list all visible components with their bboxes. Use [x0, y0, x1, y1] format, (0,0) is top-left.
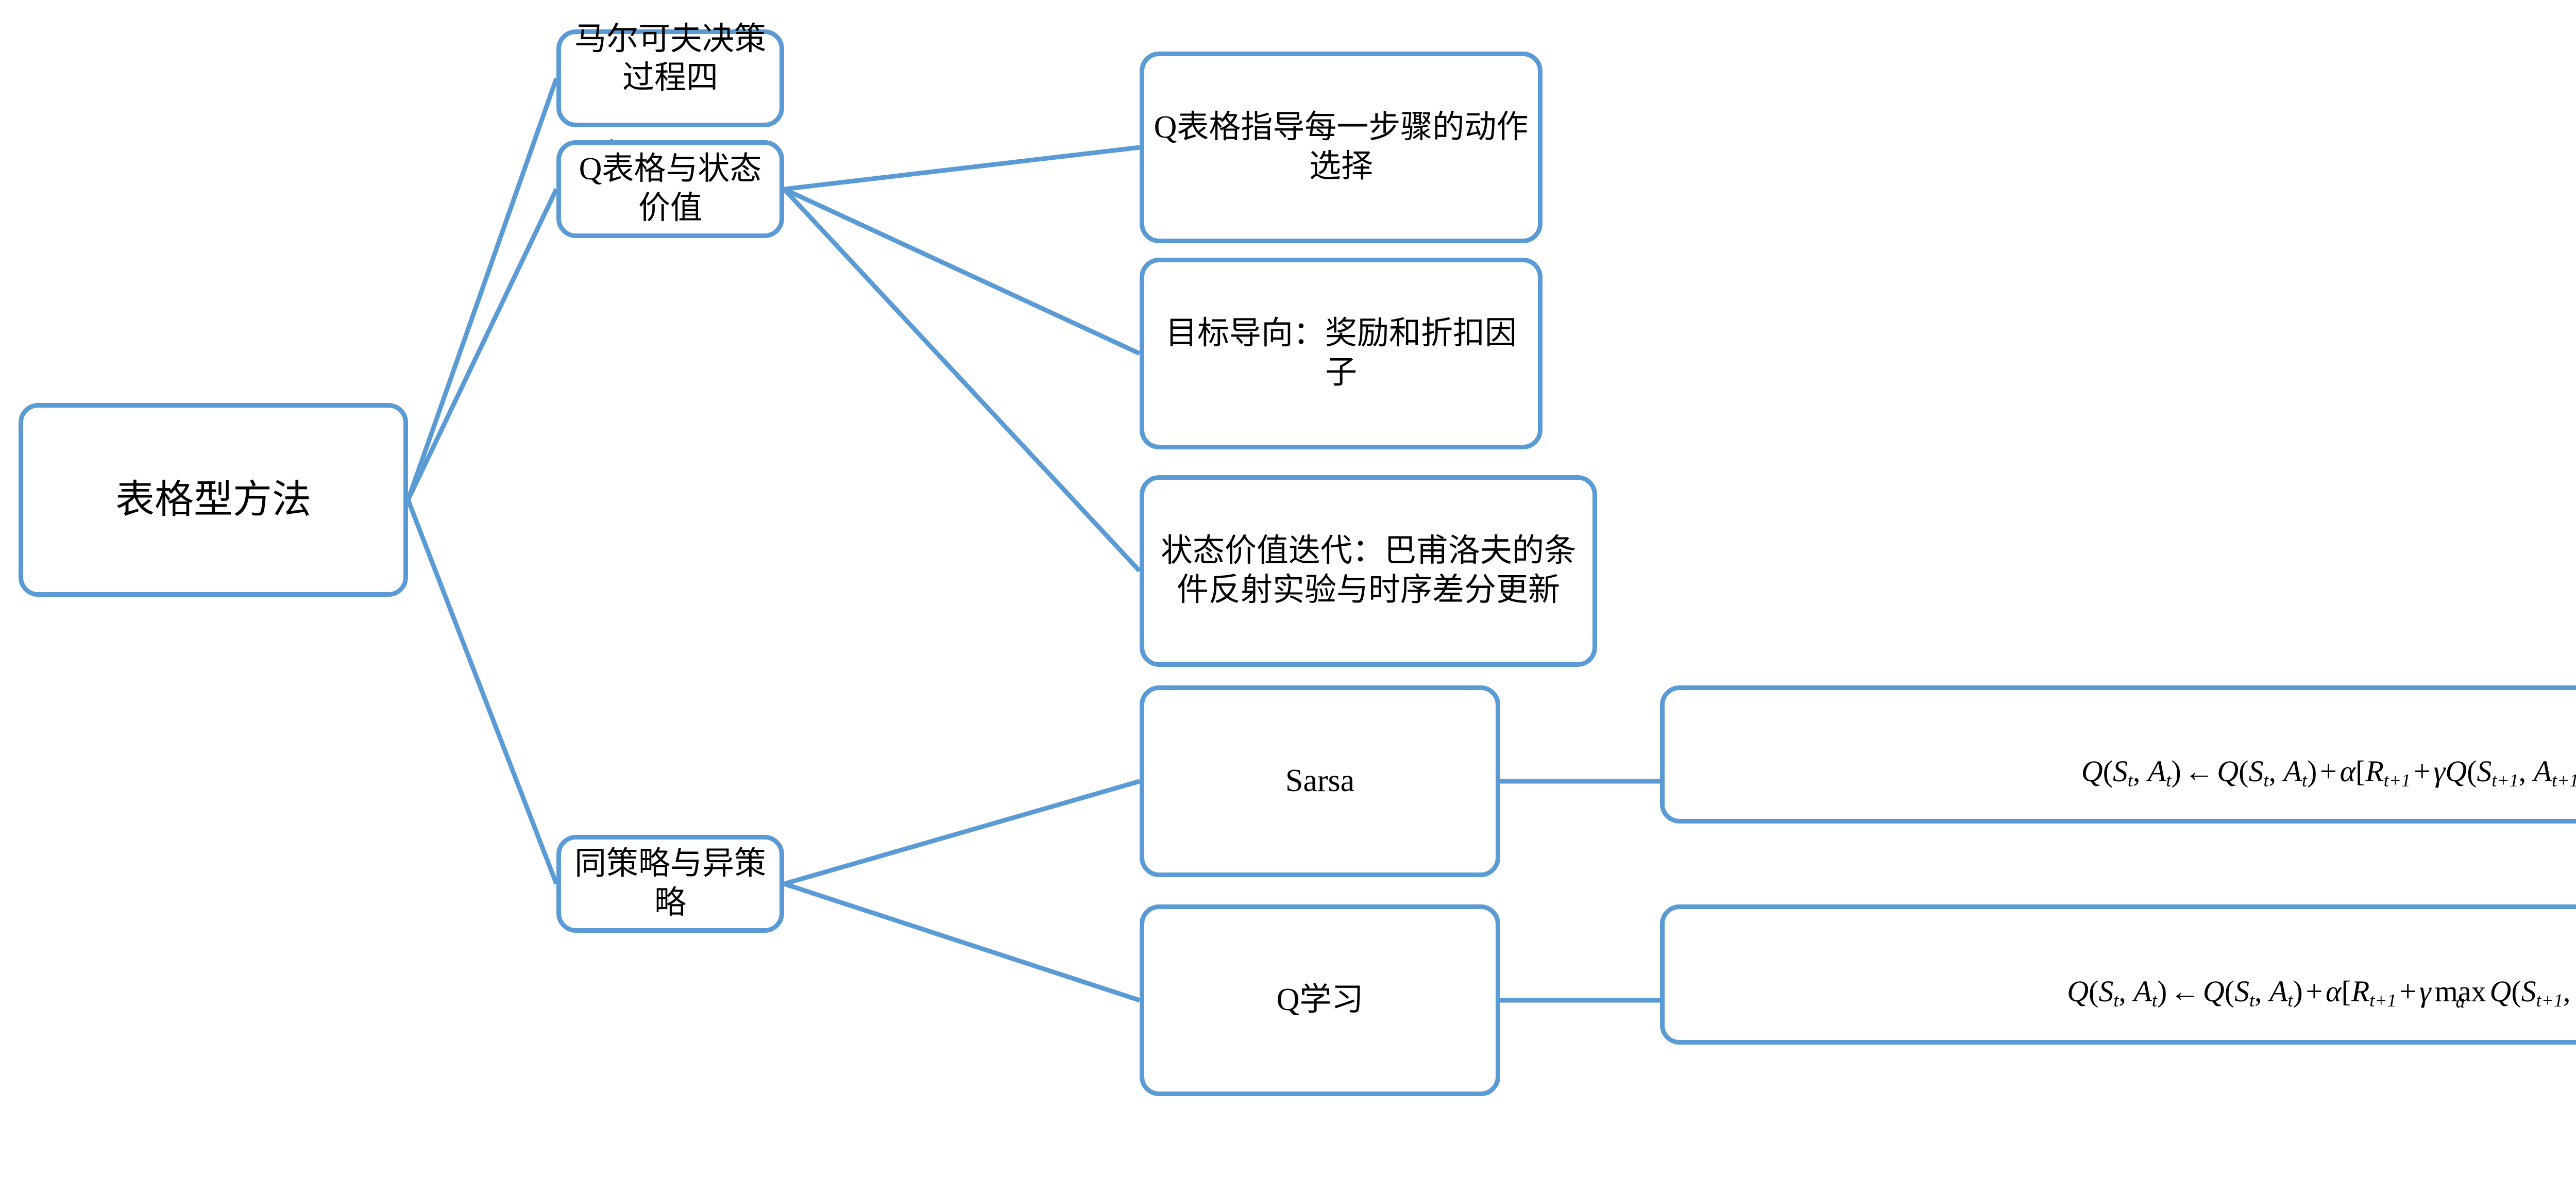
fq-lp2: (	[2224, 974, 2234, 1008]
fs-rp1: )	[2171, 754, 2181, 788]
fq-sub2: t	[2151, 989, 2157, 1011]
fs-lp2: (	[2239, 754, 2249, 788]
fs-lp3: (	[2467, 754, 2477, 788]
node-formula-sarsa[interactable]: Q(St, At)←Q(St, At)+α[Rt+1+γQ(St+1, At+1…	[1660, 685, 2576, 824]
fq-plus2: +	[2399, 974, 2416, 1008]
fq-lb: [	[2341, 974, 2351, 1008]
fq-sub5: t+1	[2369, 989, 2397, 1011]
fs-q3: Q	[2445, 754, 2467, 788]
fs-s2: S	[2248, 754, 2264, 788]
fs-c3: ,	[2518, 754, 2534, 788]
node-qtable-state-value[interactable]: Q表格与状态价值	[556, 140, 784, 238]
fs-plus1: +	[2320, 754, 2337, 788]
fq-c3: ,	[2563, 974, 2571, 1008]
fq-s1: S	[2098, 974, 2114, 1008]
fq-c2: ,	[2254, 974, 2269, 1008]
fs-plus2: +	[2413, 754, 2431, 788]
fs-c2: ,	[2268, 754, 2284, 788]
fs-sub4: t	[2301, 769, 2307, 791]
fs-sub2: t	[2166, 769, 2172, 791]
edge-root-to-qtable	[405, 188, 559, 501]
fq-a1: A	[2133, 974, 2152, 1008]
fs-gamma: γ	[2433, 754, 2446, 788]
node-sarsa-label: Sarsa	[1285, 763, 1355, 799]
node-q-learning[interactable]: Q学习	[1140, 904, 1500, 1096]
fs-sub5: t+1	[2383, 769, 2411, 791]
edge-root-to-mdp	[405, 77, 559, 501]
edge-root-to-policy	[405, 499, 559, 885]
fq-q3: Q	[2489, 974, 2512, 1008]
fs-sub3: t	[2263, 769, 2269, 791]
fs-lp1: (	[2103, 754, 2113, 788]
node-qtable-guides-action-label: Q表格指导每一步骤的动作选择	[1154, 110, 1529, 184]
fq-q1: Q	[2067, 974, 2089, 1008]
fs-c1: ,	[2132, 754, 2148, 788]
fq-s2: S	[2234, 974, 2249, 1008]
fq-max: max	[2434, 974, 2486, 1008]
fs-r: R	[2365, 754, 2384, 788]
fs-alpha: α	[2340, 754, 2356, 788]
node-on-off-policy-label: 同策略与异策略	[574, 846, 766, 920]
fq-max-sub-a: a	[2455, 990, 2465, 1012]
fs-rp2: )	[2307, 754, 2317, 788]
fq-sub4: t	[2287, 989, 2293, 1011]
fs-a3: A	[2533, 754, 2552, 788]
edge-policy-to-qlearn	[783, 881, 1141, 1003]
fq-plus1: +	[2306, 974, 2323, 1008]
edge-qtable-to-guide	[784, 145, 1140, 192]
node-qtable-guides-action[interactable]: Q表格指导每一步骤的动作选择	[1140, 52, 1543, 243]
node-q-learning-label: Q学习	[1276, 982, 1364, 1018]
fq-lp1: (	[2089, 974, 2099, 1008]
fs-a2: A	[2283, 754, 2302, 788]
node-state-value-iteration-label: 状态价值迭代：巴甫洛夫的条件反射实验与时序差分更新	[1160, 533, 1576, 608]
node-on-off-policy[interactable]: 同策略与异策略	[556, 835, 784, 933]
fq-r: R	[2351, 974, 2370, 1008]
fq-rp2: )	[2293, 974, 2303, 1008]
fq-rp1: )	[2157, 974, 2167, 1008]
fq-arrow: ←	[2170, 974, 2200, 1008]
fq-gamma: γ	[2419, 974, 2431, 1008]
formula-sarsa-label: Q(St, At)←Q(St, At)+α[Rt+1+γQ(St+1, At+1…	[1665, 717, 2576, 792]
fs-s3: S	[2477, 754, 2492, 788]
fq-c1: ,	[2119, 974, 2134, 1008]
fq-s3: S	[2521, 974, 2536, 1008]
fs-arrow: ←	[2184, 754, 2214, 788]
edge-qtable-to-iterate	[782, 187, 1142, 573]
fq-q2: Q	[2202, 974, 2225, 1008]
node-qtable-state-value-label: Q表格与状态价值	[579, 152, 762, 226]
fq-alpha: α	[2326, 974, 2342, 1008]
fq-a2: A	[2269, 974, 2288, 1008]
fs-sub6: t+1	[2492, 769, 2519, 791]
formula-sarsa-math: Q(St, At)←Q(St, At)+α[Rt+1+γQ(St+1, At+1…	[2081, 753, 2576, 792]
node-sarsa[interactable]: Sarsa	[1140, 685, 1500, 877]
fs-q2: Q	[2217, 754, 2239, 788]
fs-lb: [	[2355, 754, 2366, 788]
fq-lp3: (	[2511, 974, 2521, 1008]
fs-q1: Q	[2081, 754, 2103, 788]
mdp-line-1: 马尔可夫决策过程四	[574, 21, 766, 96]
node-root[interactable]: 表格型方法	[19, 403, 408, 597]
fq-sub1: t	[2113, 989, 2119, 1011]
node-goal-reward-discount[interactable]: 目标导向：奖励和折扣因子	[1140, 258, 1543, 449]
fq-sub6: t+1	[2536, 989, 2563, 1011]
node-root-label: 表格型方法	[115, 478, 311, 522]
fs-a1: A	[2147, 754, 2166, 788]
node-goal-reward-discount-label: 目标导向：奖励和折扣因子	[1165, 316, 1517, 390]
node-state-value-iteration[interactable]: 状态价值迭代：巴甫洛夫的条件反射实验与时序差分更新	[1140, 475, 1597, 667]
node-mdp-tuple[interactable]: 马尔可夫决策过程四 元组<S,A,P,R>	[556, 22, 784, 173]
fq-sub3: t	[2249, 989, 2255, 1011]
edge-policy-to-sarsa	[783, 779, 1141, 886]
fs-s1: S	[2112, 754, 2128, 788]
fs-sub7: t+1	[2552, 769, 2576, 791]
fs-sub1: t	[2127, 769, 2133, 791]
edge-qtable-to-goal	[783, 187, 1141, 356]
